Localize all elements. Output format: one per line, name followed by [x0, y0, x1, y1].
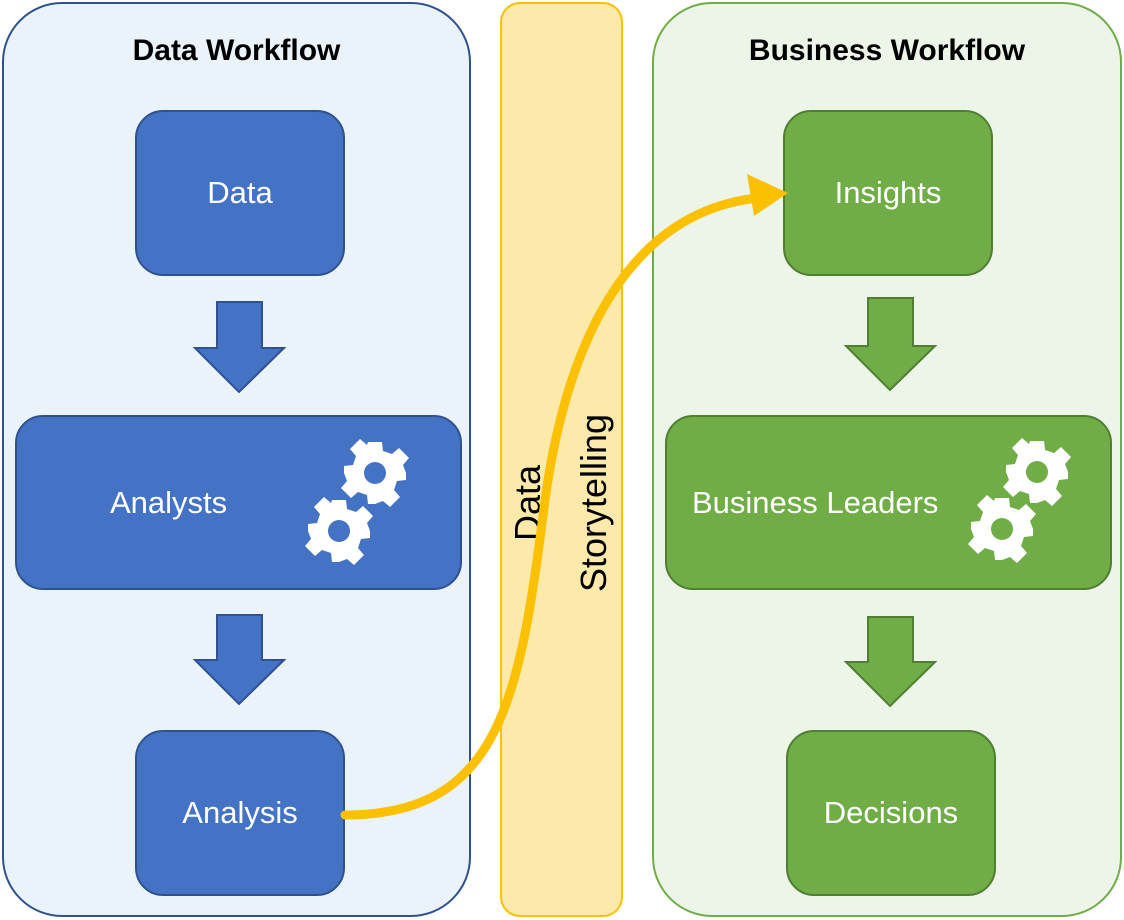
analysis-node-label: Analysis	[182, 795, 298, 830]
data-storytelling-band	[500, 2, 623, 917]
down-arrow-icon	[192, 614, 287, 706]
gear-icon	[305, 497, 373, 565]
data-node-label: Data	[207, 175, 273, 210]
decisions-node-label: Decisions	[823, 795, 959, 830]
insights-node-label: Insights	[834, 175, 942, 210]
decisions-node: Decisions	[786, 730, 996, 896]
down-arrow-icon	[843, 297, 938, 392]
down-arrow-icon	[843, 616, 938, 708]
down-arrow-icon	[192, 301, 287, 394]
insights-node: Insights	[783, 110, 993, 276]
gear-icon	[341, 439, 409, 507]
data-node: Data	[135, 110, 345, 276]
gear-icon	[1003, 438, 1071, 506]
business-workflow-title: Business Workflow	[748, 34, 1026, 67]
analysis-node: Analysis	[135, 730, 345, 896]
curved-arrow-head	[747, 174, 788, 216]
business-leaders-node-label: Business Leaders	[692, 484, 939, 520]
analysts-node-label: Analysts	[110, 484, 228, 520]
gear-icon	[968, 495, 1036, 563]
curved-arrow-icon	[340, 194, 755, 820]
data-workflow-title: Data Workflow	[132, 34, 341, 67]
